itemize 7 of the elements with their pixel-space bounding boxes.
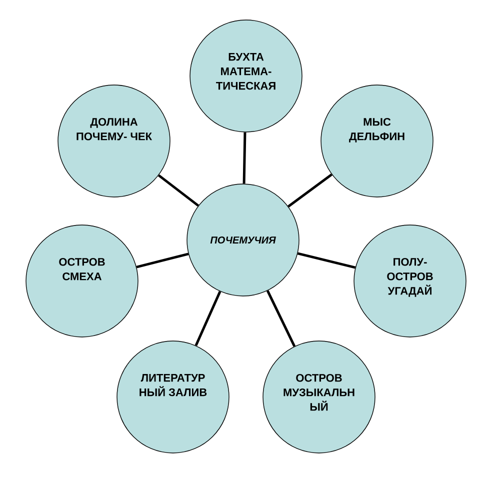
connector-line: [297, 252, 356, 269]
connector-line: [158, 174, 200, 207]
connector-line: [242, 132, 246, 184]
connector-line: [288, 173, 332, 208]
connector-line: [136, 252, 189, 268]
connector-line: [266, 290, 296, 347]
connector-line: [194, 290, 222, 346]
